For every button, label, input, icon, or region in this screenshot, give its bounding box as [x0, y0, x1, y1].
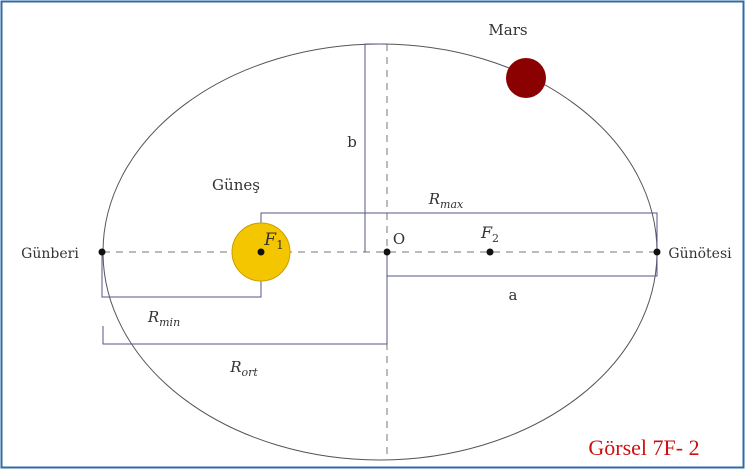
f1-subscript: 1	[276, 238, 284, 252]
center-o-point	[383, 248, 391, 256]
f2-base: F	[480, 223, 493, 242]
rort-subscript: ort	[241, 366, 258, 379]
f2-label: F2	[480, 223, 499, 245]
perihelion-point	[98, 248, 106, 256]
rmin-subscript: min	[159, 316, 180, 329]
mars-planet	[506, 58, 546, 98]
focus-f1-point	[257, 248, 265, 256]
f1-base: F	[263, 230, 277, 250]
aphelion-point	[653, 248, 661, 256]
a-label: a	[509, 286, 518, 304]
f2-subscript: 2	[492, 232, 499, 245]
aphelion-label: Günötesi	[668, 246, 732, 262]
figure-caption: Görsel 7F- 2	[588, 435, 699, 460]
f1-label: F1	[263, 230, 283, 252]
rmax-base: R	[428, 190, 440, 208]
mars-label: Mars	[488, 21, 527, 39]
rmax-label: Rmax	[428, 190, 464, 211]
semi-minor-axis-bracket	[364, 43, 387, 252]
rmax-subscript: max	[440, 198, 464, 211]
sun-label: Güneş	[212, 176, 260, 194]
center-o-label: O	[393, 230, 405, 248]
b-label: b	[347, 133, 357, 151]
perihelion-label: Günberi	[21, 246, 79, 262]
rort-label: Rort	[229, 358, 258, 379]
sun-outline	[231, 222, 291, 282]
rmin-bracket	[101, 252, 262, 298]
rmax-bracket	[260, 212, 658, 252]
rort-bracket	[102, 252, 388, 345]
rort-base: R	[229, 358, 241, 376]
focus-f2-point	[486, 248, 494, 256]
rmin-label: Rmin	[147, 308, 180, 329]
semi-major-axis-bracket	[386, 252, 658, 277]
rmin-base: R	[147, 308, 159, 326]
